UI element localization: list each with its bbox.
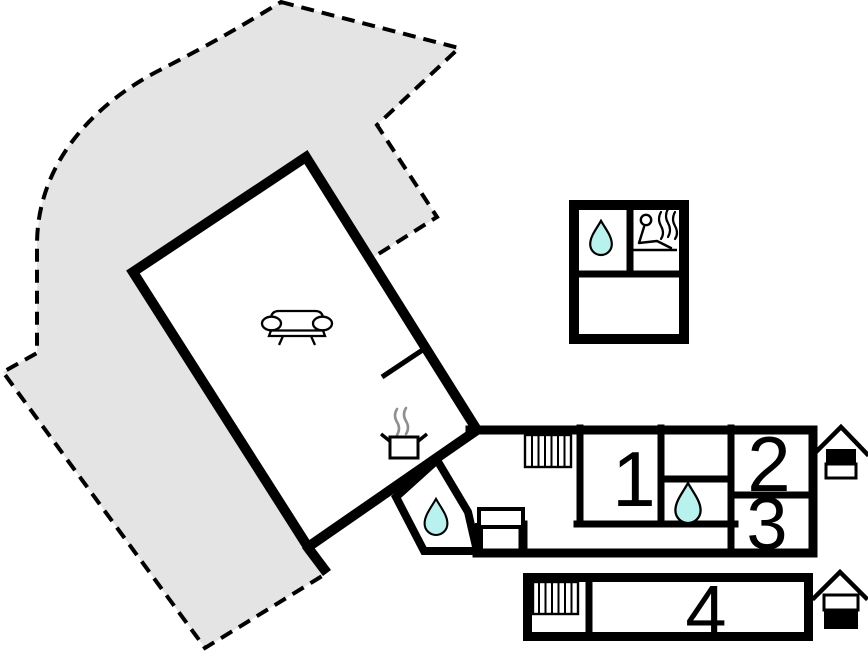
door-symbol xyxy=(477,507,525,529)
steam-icon xyxy=(657,207,679,241)
radiator-icon xyxy=(531,580,580,616)
terrace-area xyxy=(0,0,464,651)
steam-icon xyxy=(393,406,410,437)
room-1-label: 1 xyxy=(612,435,655,523)
radiator-icon xyxy=(523,433,573,469)
room-4-label: 4 xyxy=(685,570,726,652)
cooking-pot-icon xyxy=(379,406,429,460)
room4-walls xyxy=(523,573,813,641)
sofa-icon xyxy=(260,309,334,346)
room-4-annex: 4 xyxy=(523,570,813,652)
entrance-house-icon xyxy=(810,568,868,629)
water-drop-icon xyxy=(589,218,613,257)
room-2-label: 2 xyxy=(747,420,790,508)
terrace-edge-wall xyxy=(302,542,331,576)
room-3-label: 3 xyxy=(746,482,787,565)
right-wing xyxy=(465,424,818,558)
water-drop-icon xyxy=(674,480,702,525)
water-drop-icon xyxy=(423,496,449,536)
interior-wall xyxy=(380,346,426,380)
sauna-person-icon xyxy=(633,207,679,252)
entrance-house-icon xyxy=(810,423,868,480)
bathroom xyxy=(391,453,483,555)
sauna-building xyxy=(569,200,689,344)
